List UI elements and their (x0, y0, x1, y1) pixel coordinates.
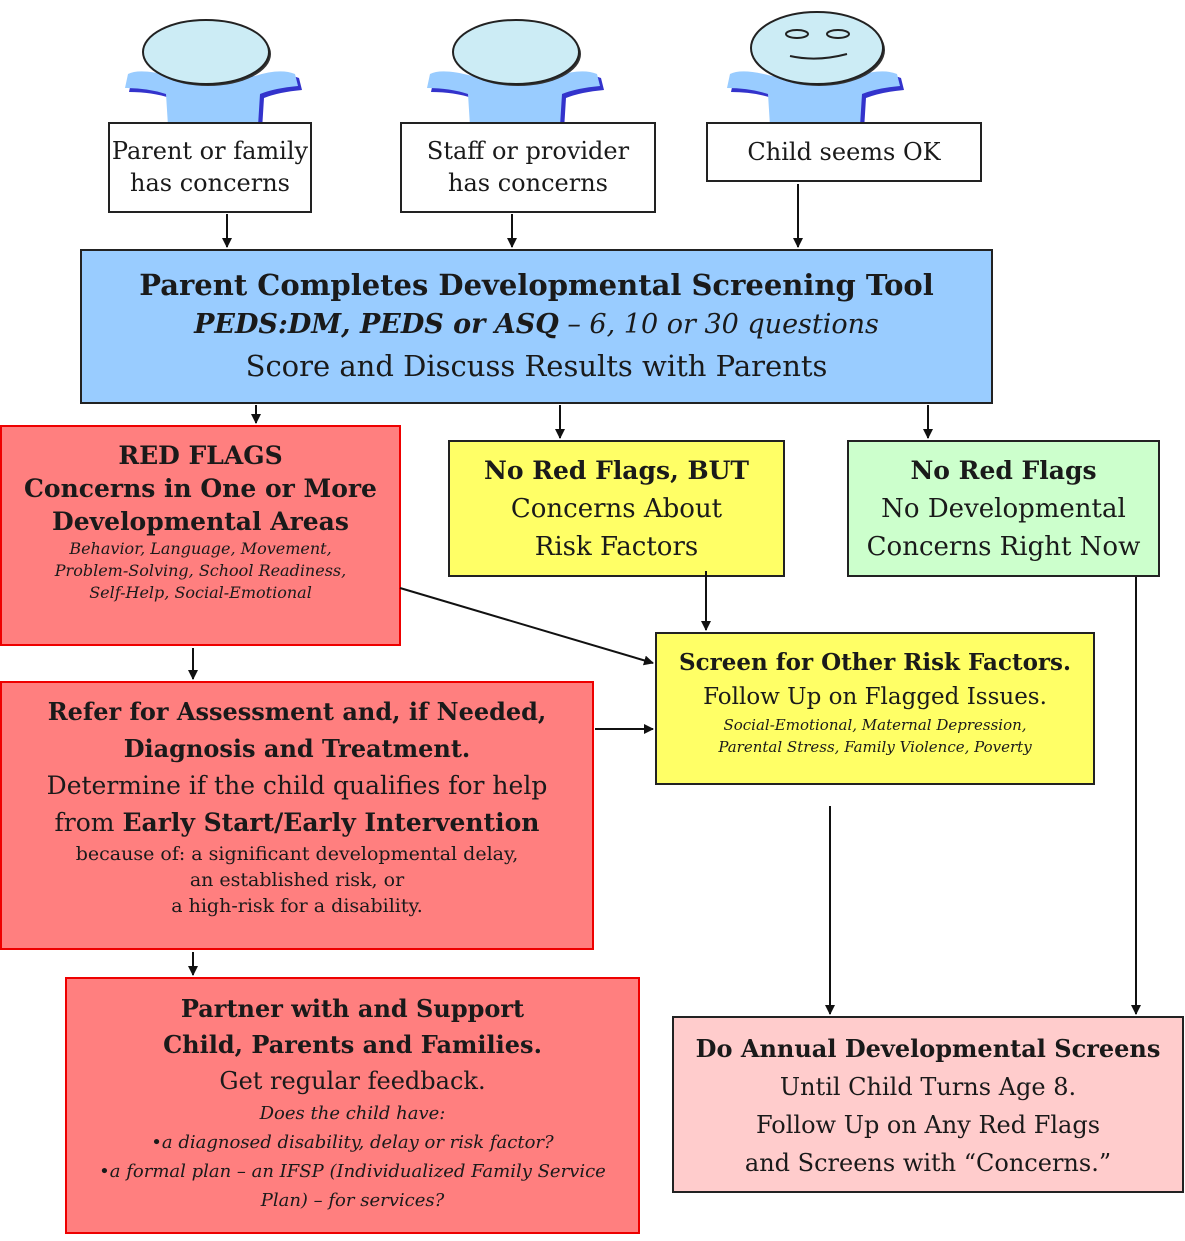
annual-line3: and Screens with “Concerns.” (744, 1149, 1112, 1177)
screen-other-detail1: Social-Emotional, Maternal Depression, (723, 716, 1027, 734)
red-flags-subtitle2: Developmental Areas (52, 507, 349, 536)
parent-figure-icon (125, 19, 302, 126)
refer-line2-pre: from (54, 808, 123, 837)
screen-other-risks-box: Screen for Other Risk Factors. Follow Up… (655, 632, 1095, 785)
staff-label-line2: has concerns (448, 169, 608, 197)
refer-line3: because of: a significant developmental … (75, 843, 519, 865)
red-flags-title: RED FLAGS (118, 441, 283, 470)
red-flags-areas2: Problem-Solving, School Readiness, (54, 561, 347, 580)
partner-support-box: Partner with and Support Child, Parents … (65, 977, 640, 1234)
annual-title: Do Annual Developmental Screens (695, 1034, 1161, 1063)
refer-line4: an established risk, or (189, 869, 405, 891)
partner-title1: Partner with and Support (180, 994, 525, 1023)
child-smiley-figure-icon (727, 11, 904, 126)
no-red-flags-line2: Concerns Right Now (866, 532, 1141, 562)
child-label: Child seems OK (747, 138, 941, 166)
annual-line2: Follow Up on Any Red Flags (755, 1111, 1101, 1139)
red-flags-areas3: Self-Help, Social-Emotional (89, 583, 312, 602)
refer-title2: Diagnosis and Treatment. (123, 734, 471, 763)
screening-title: Parent Completes Developmental Screening… (139, 268, 934, 302)
screening-tools-bold: PEDS:DM, PEDS or ASQ (194, 309, 559, 340)
no-red-flags-but-box: No Red Flags, BUT Concerns About Risk Fa… (448, 440, 785, 577)
arrow-red-to-screen-other (399, 587, 654, 666)
screen-other-title: Screen for Other Risk Factors. (679, 649, 1071, 676)
refer-line2: from Early Start/Early Intervention (2, 804, 592, 841)
partner-question: Does the child have: (259, 1103, 446, 1124)
staff-concerns-box: Staff or provider has concerns (400, 122, 656, 213)
refer-assessment-box: Refer for Assessment and, if Needed, Dia… (0, 681, 594, 950)
red-flags-areas1: Behavior, Language, Movement, (69, 539, 332, 558)
parent-label-line1: Parent or family (111, 137, 309, 165)
annual-line1: Until Child Turns Age 8. (779, 1073, 1077, 1101)
staff-label-line1: Staff or provider (426, 137, 630, 165)
annual-screens-box: Do Annual Developmental Screens Until Ch… (672, 1016, 1184, 1193)
partner-line1: Get regular feedback. (219, 1067, 486, 1095)
partner-bullet1: •a diagnosed disability, delay or risk f… (151, 1132, 554, 1153)
child-ok-box: Child seems OK (706, 122, 982, 182)
no-red-flags-but-title: No Red Flags, BUT (483, 456, 750, 485)
screen-other-detail2: Parental Stress, Family Violence, Povert… (718, 738, 1032, 756)
partner-bullet2b: Plan) – for services? (260, 1190, 445, 1211)
early-start-label: Early Start/Early Intervention (122, 808, 540, 837)
no-red-flags-box: No Red Flags No Developmental Concerns R… (847, 440, 1160, 577)
partner-bullet2: •a formal plan – an IFSP (Individualized… (99, 1161, 606, 1182)
refer-line1: Determine if the child qualifies for hel… (46, 771, 548, 800)
refer-line5: a high-risk for a disability. (171, 895, 423, 917)
parent-concerns-box: Parent or family has concerns (108, 122, 312, 213)
refer-title1: Refer for Assessment and, if Needed, (47, 697, 547, 726)
screening-tool-box: Parent Completes Developmental Screening… (80, 249, 993, 404)
no-red-flags-but-line1: Concerns About (510, 494, 723, 524)
red-flags-subtitle1: Concerns in One or More (24, 474, 377, 503)
screen-other-line1: Follow Up on Flagged Issues. (703, 684, 1047, 710)
no-red-flags-title: No Red Flags (910, 456, 1097, 485)
parent-label-line2: has concerns (130, 169, 290, 197)
screening-score: Score and Discuss Results with Parents (245, 349, 828, 383)
red-flags-box: RED FLAGS Concerns in One or More Develo… (0, 425, 401, 646)
screening-tools-rest: – 6, 10 or 30 questions (558, 309, 879, 340)
no-red-flags-line1: No Developmental (881, 494, 1126, 524)
partner-title2: Child, Parents and Families. (163, 1030, 542, 1059)
screening-tools-line: PEDS:DM, PEDS or ASQ – 6, 10 or 30 quest… (82, 305, 991, 345)
staff-figure-icon (427, 19, 604, 126)
no-red-flags-but-line2: Risk Factors (534, 532, 699, 562)
